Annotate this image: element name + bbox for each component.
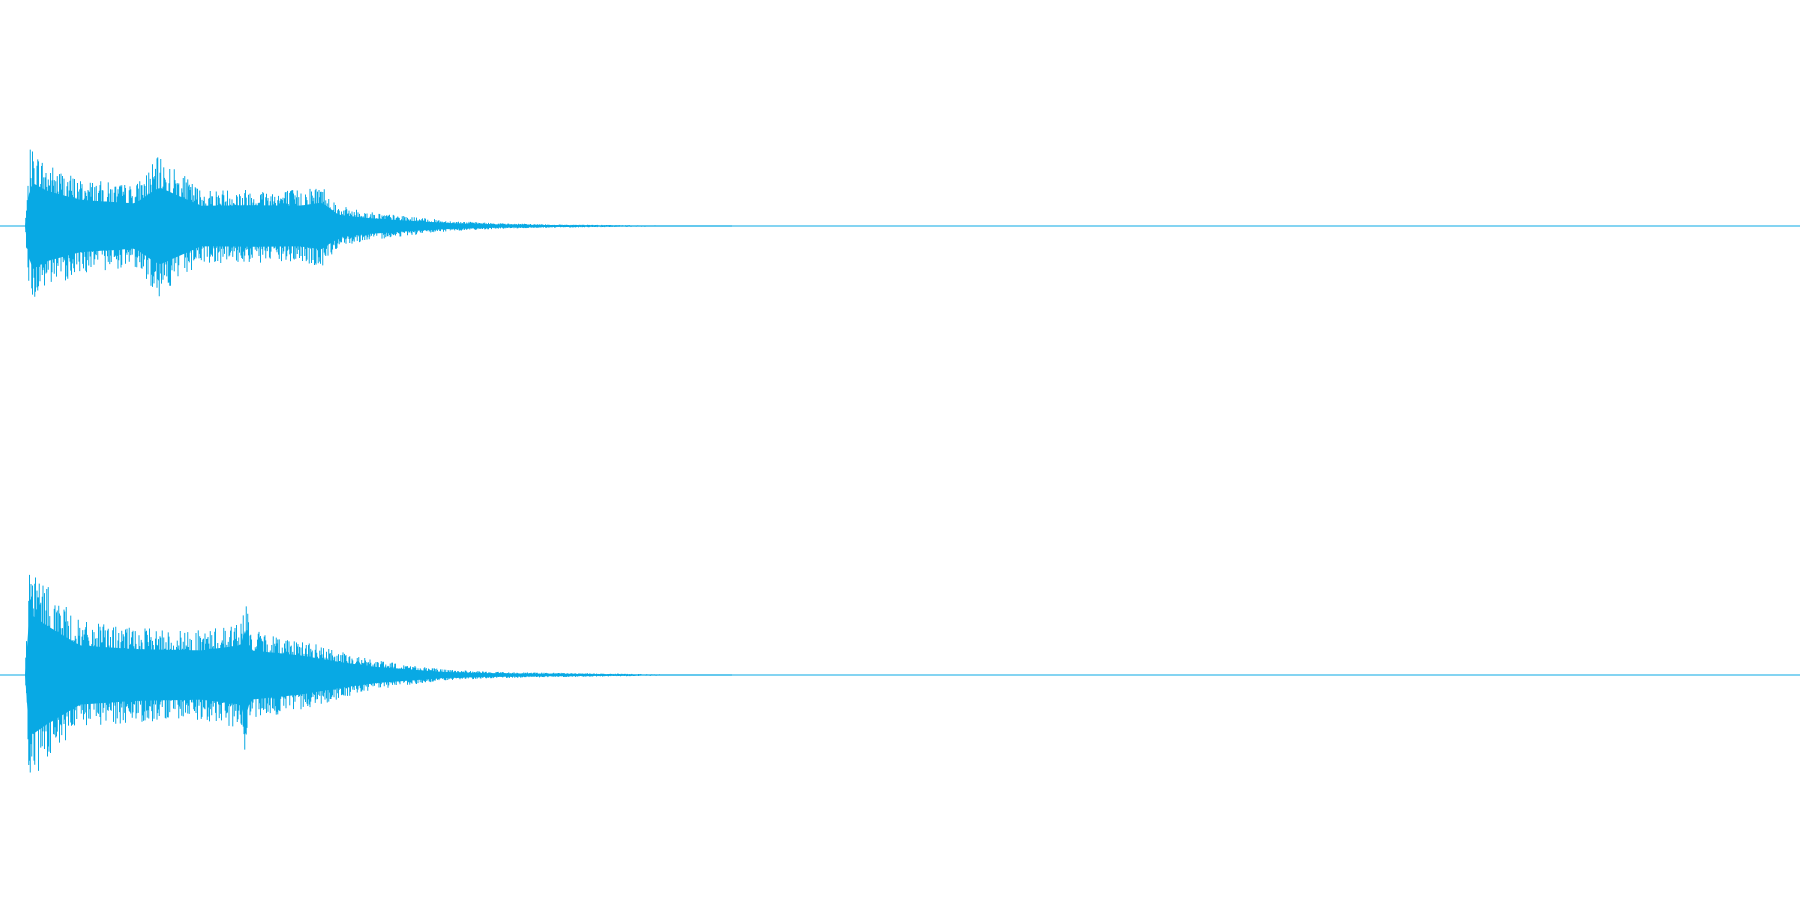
waveform-trace <box>25 149 732 297</box>
waveform-channel-1 <box>0 149 1800 297</box>
waveform-trace <box>25 574 732 773</box>
waveform-channel-2 <box>0 574 1800 773</box>
